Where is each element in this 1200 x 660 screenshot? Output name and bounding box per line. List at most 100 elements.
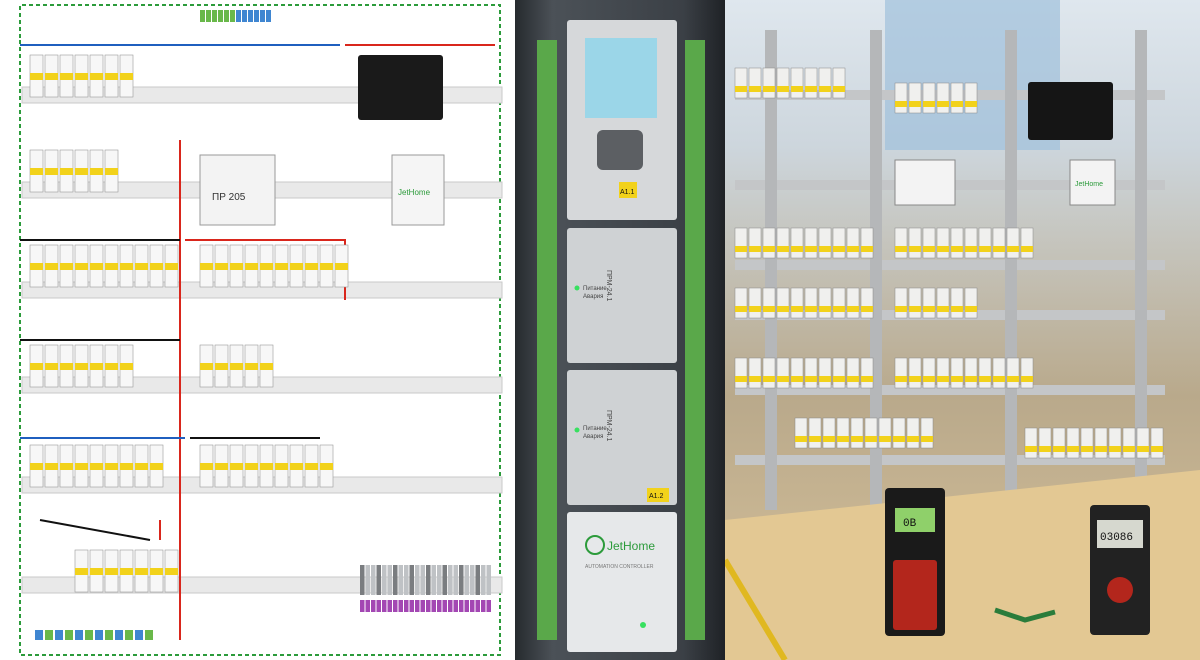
cab-breaker-6-0 [734, 357, 748, 389]
top-terminal-4 [224, 10, 229, 22]
terminal-tag-0 [360, 600, 365, 612]
breaker-band-7-3 [245, 463, 258, 470]
breaker-band-1-1 [45, 168, 58, 175]
cab-breaker-band-7-9 [1021, 376, 1033, 382]
cab-breaker-0-1 [748, 67, 762, 99]
cab-breaker-band-7-6 [979, 376, 991, 382]
cab-breaker-2-5 [804, 227, 818, 259]
bottom-terminal-0 [35, 630, 43, 640]
breaker-band-8-6 [165, 568, 178, 575]
pliers [994, 607, 1056, 623]
cabinet-power-supply [1028, 82, 1113, 140]
cab-breaker-8-7 [892, 417, 906, 449]
breaker-band-2-6 [120, 263, 133, 270]
breaker-band-2-7 [135, 263, 148, 270]
terminal-column-left [537, 40, 557, 640]
cab-breaker-2-0 [734, 227, 748, 259]
breaker-band-0-6 [120, 73, 133, 80]
cab-breaker-5-3 [936, 287, 950, 319]
controller-photo: А1.1 ПРМ-24.1 Питание Авария ПРМ-24.1 Пи… [515, 0, 725, 660]
cab-breaker-band-2-5 [805, 246, 817, 252]
terminal-17 [453, 565, 458, 595]
cab-breaker-7-9 [1020, 357, 1034, 389]
cabinet-breaker-rows [734, 67, 1164, 459]
breaker-band-3-5 [275, 263, 288, 270]
cab-breaker-band-2-9 [861, 246, 873, 252]
cab-breaker-band-8-1 [809, 436, 821, 442]
terminal-23 [486, 565, 491, 595]
breaker-band-2-9 [165, 263, 178, 270]
breaker-band-6-0 [30, 463, 43, 470]
breaker-band-2-5 [105, 263, 118, 270]
bottom-terminal-4 [75, 630, 83, 640]
cab-breaker-4-6 [818, 287, 832, 319]
cab-breaker-7-7 [992, 357, 1006, 389]
cab-breaker-8-6 [878, 417, 892, 449]
cab-breaker-7-1 [908, 357, 922, 389]
breaker-band-6-5 [105, 463, 118, 470]
cab-breaker-8-8 [906, 417, 920, 449]
cab-breaker-6-3 [776, 357, 790, 389]
top-terminal-10 [260, 10, 265, 22]
bottom-terminal-8 [115, 630, 123, 640]
cab-breaker-1-2 [922, 82, 936, 114]
terminal-tag-16 [448, 600, 453, 612]
breaker-band-6-4 [90, 463, 103, 470]
cab-breaker-band-9-9 [1151, 446, 1163, 452]
expansion-module-2 [567, 370, 677, 505]
cab-post-0 [765, 30, 777, 510]
terminal-tag-11 [420, 600, 425, 612]
cab-breaker-2-4 [790, 227, 804, 259]
cab-breaker-band-8-6 [879, 436, 891, 442]
terminal-tag-18 [459, 600, 464, 612]
cab-breaker-7-6 [978, 357, 992, 389]
cab-breaker-band-1-0 [895, 101, 907, 107]
cab-breaker-8-1 [808, 417, 822, 449]
breaker-band-6-6 [120, 463, 133, 470]
cab-breaker-band-3-7 [993, 246, 1005, 252]
terminal-tag-3 [376, 600, 381, 612]
cab-rail-3 [735, 310, 1165, 320]
terminal-0 [360, 565, 365, 595]
terminal-tag-17 [453, 600, 458, 612]
top-terminal-7 [242, 10, 247, 22]
cab-breaker-band-0-5 [805, 86, 817, 92]
breaker-band-3-1 [215, 263, 228, 270]
cab-breaker-4-0 [734, 287, 748, 319]
cab-breaker-band-3-4 [951, 246, 963, 252]
cab-breaker-3-1 [908, 227, 922, 259]
terminal-tag-5 [387, 600, 392, 612]
breaker-band-3-6 [290, 263, 303, 270]
terminal-6 [393, 565, 398, 595]
cab-breaker-band-1-1 [909, 101, 921, 107]
terminal-12 [426, 565, 431, 595]
breaker-band-8-2 [105, 568, 118, 575]
breaker-band-6-7 [135, 463, 148, 470]
breaker-band-6-1 [45, 463, 58, 470]
cab-breaker-6-9 [860, 357, 874, 389]
cab-breaker-band-4-5 [805, 306, 817, 312]
breaker-band-8-1 [90, 568, 103, 575]
breaker-band-8-5 [150, 568, 163, 575]
cab-rail-5 [735, 455, 1165, 465]
terminal-tag-19 [464, 600, 469, 612]
cab-breaker-band-6-2 [763, 376, 775, 382]
cab-breaker-band-6-5 [805, 376, 817, 382]
terminal-tag-20 [470, 600, 475, 612]
terminal-10 [415, 565, 420, 595]
breaker-band-7-0 [200, 463, 213, 470]
breaker-band-4-4 [90, 363, 103, 370]
controller-keypad [597, 130, 643, 170]
cab-breaker-9-2 [1052, 427, 1066, 459]
cab-breaker-band-9-8 [1137, 446, 1149, 452]
cab-breaker-band-4-8 [847, 306, 859, 312]
breaker-band-4-2 [60, 363, 73, 370]
cab-breaker-8-2 [822, 417, 836, 449]
breaker-rows [29, 54, 349, 593]
terminal-20 [470, 565, 475, 595]
cab-breaker-band-2-0 [735, 246, 747, 252]
controller-stack: А1.1 ПРМ-24.1 Питание Авария ПРМ-24.1 Пи… [537, 20, 705, 652]
cab-breaker-0-3 [776, 67, 790, 99]
breaker-band-0-0 [30, 73, 43, 80]
terminal-tag-12 [426, 600, 431, 612]
